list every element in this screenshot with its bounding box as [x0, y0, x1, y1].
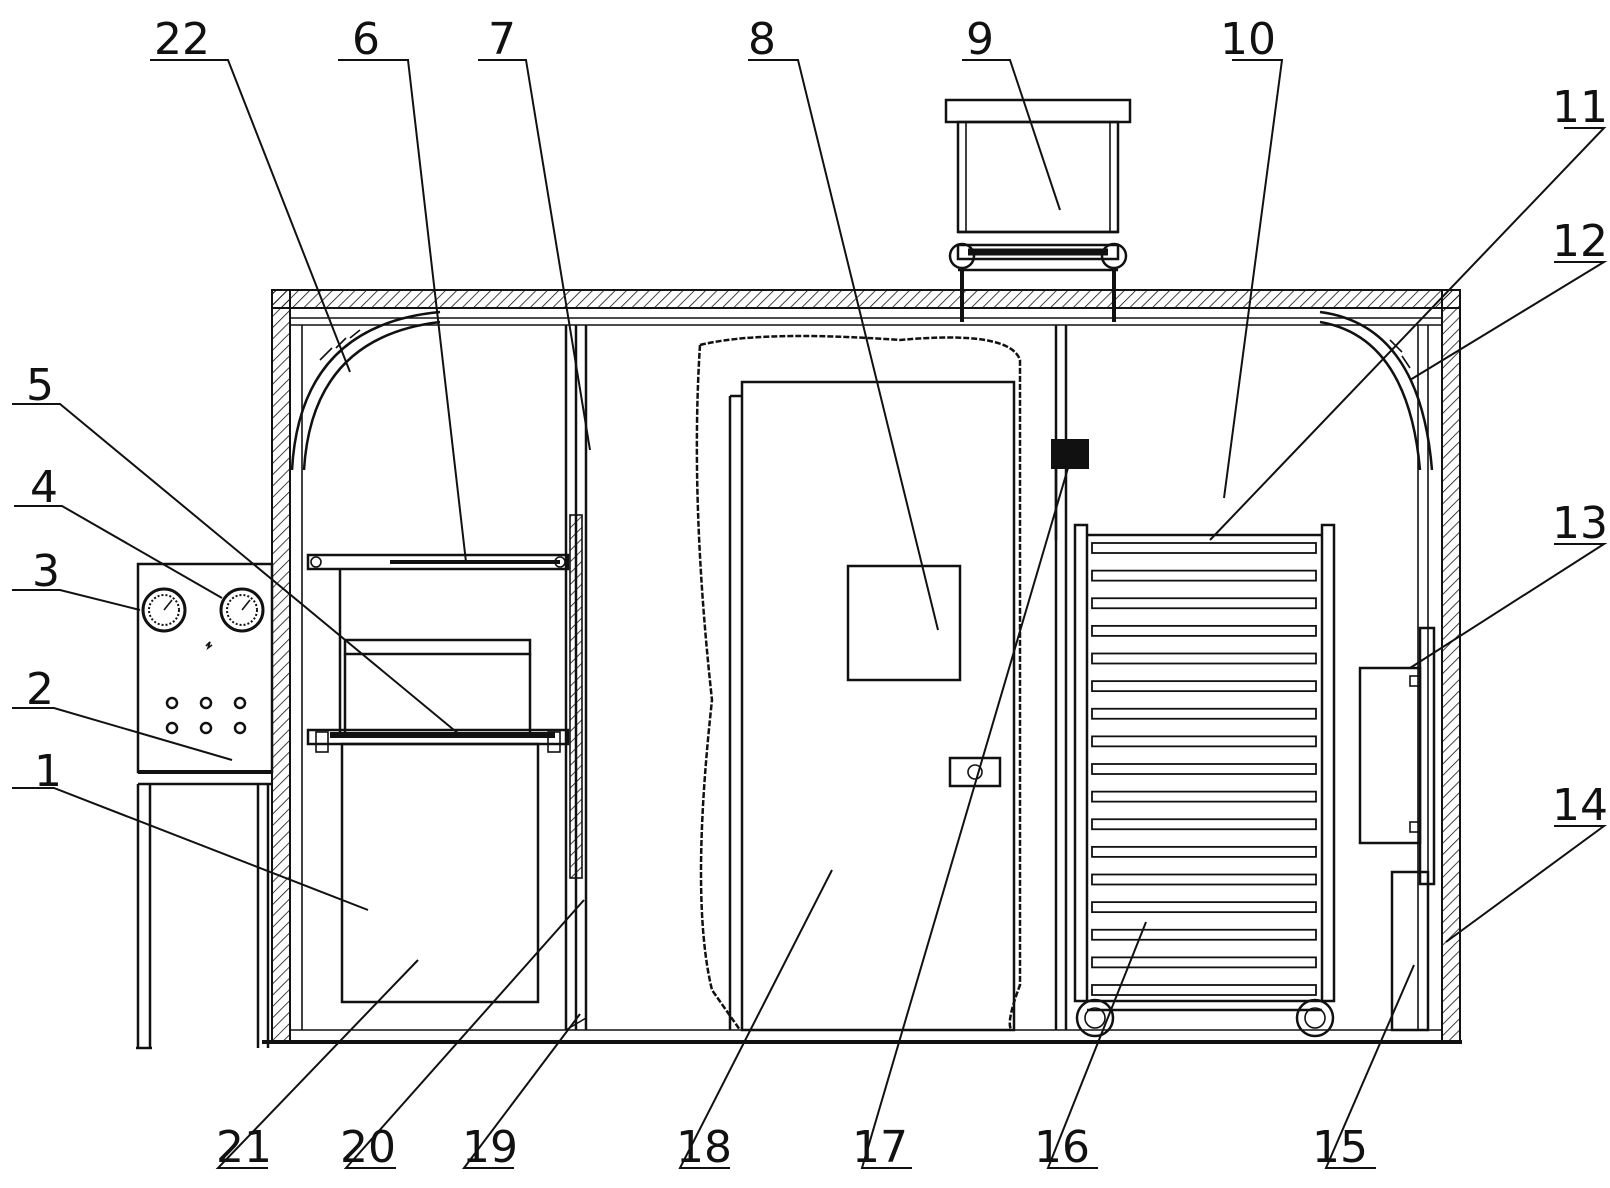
tray [1091, 569, 1317, 582]
label-8: 8 [748, 14, 776, 65]
middle-chamber [695, 325, 1068, 1032]
tray [1091, 845, 1317, 858]
tray [1091, 790, 1317, 803]
control-buttons [165, 641, 247, 735]
label-14: 14 [1552, 780, 1608, 831]
callout-labels: 1 2 3 4 5 6 7 8 9 10 11 12 13 14 15 16 1… [26, 14, 1608, 1173]
label-17: 17 [852, 1122, 908, 1173]
bottom-container [340, 742, 540, 1004]
sensor-device [1051, 439, 1089, 540]
label-4: 4 [30, 462, 58, 513]
left-chamber [564, 325, 588, 1031]
fan-unit [1358, 626, 1436, 886]
upper-shelf [306, 553, 570, 735]
tray [1091, 956, 1317, 969]
label-3: 3 [32, 546, 60, 597]
tray [1091, 735, 1317, 748]
control-cabinet [136, 562, 274, 1050]
tray-trolley [1073, 523, 1336, 1012]
label-5: 5 [26, 360, 54, 411]
left-corner-duct [290, 310, 441, 471]
label-15: 15 [1312, 1122, 1368, 1173]
label-13: 13 [1552, 498, 1608, 549]
label-11: 11 [1552, 82, 1608, 133]
label-18: 18 [676, 1122, 732, 1173]
tray [1091, 763, 1317, 775]
label-2: 2 [26, 664, 54, 715]
control-box [1390, 870, 1430, 1032]
label-16: 16 [1034, 1122, 1090, 1173]
right-corner-duct [1319, 310, 1434, 471]
leader-lines [12, 59, 1608, 1169]
tray [1091, 707, 1317, 720]
label-12: 12 [1552, 216, 1608, 267]
label-10: 10 [1220, 14, 1276, 65]
label-9: 9 [966, 14, 994, 65]
pressure-gauge-right [219, 587, 265, 633]
label-20: 20 [340, 1122, 396, 1173]
tray [1091, 680, 1317, 693]
tray [1091, 818, 1317, 831]
label-1: 1 [34, 746, 62, 797]
door [728, 380, 1016, 1032]
label-19: 19 [462, 1122, 518, 1173]
label-21: 21 [216, 1122, 272, 1173]
tray [1091, 928, 1317, 941]
tray-stack [1091, 542, 1317, 996]
tray [1091, 873, 1317, 886]
tray [1091, 624, 1317, 637]
label-7: 7 [488, 14, 516, 65]
tray [1091, 984, 1317, 996]
label-6: 6 [352, 14, 380, 65]
tray [1091, 597, 1317, 610]
trolley-wheels [1075, 998, 1335, 1038]
label-22: 22 [154, 14, 210, 65]
tray [1091, 652, 1317, 665]
tray [1091, 542, 1317, 554]
roof-unit [944, 98, 1132, 322]
tray [1091, 901, 1317, 914]
pressure-gauge-left [141, 587, 187, 633]
tray-rack [306, 638, 570, 753]
